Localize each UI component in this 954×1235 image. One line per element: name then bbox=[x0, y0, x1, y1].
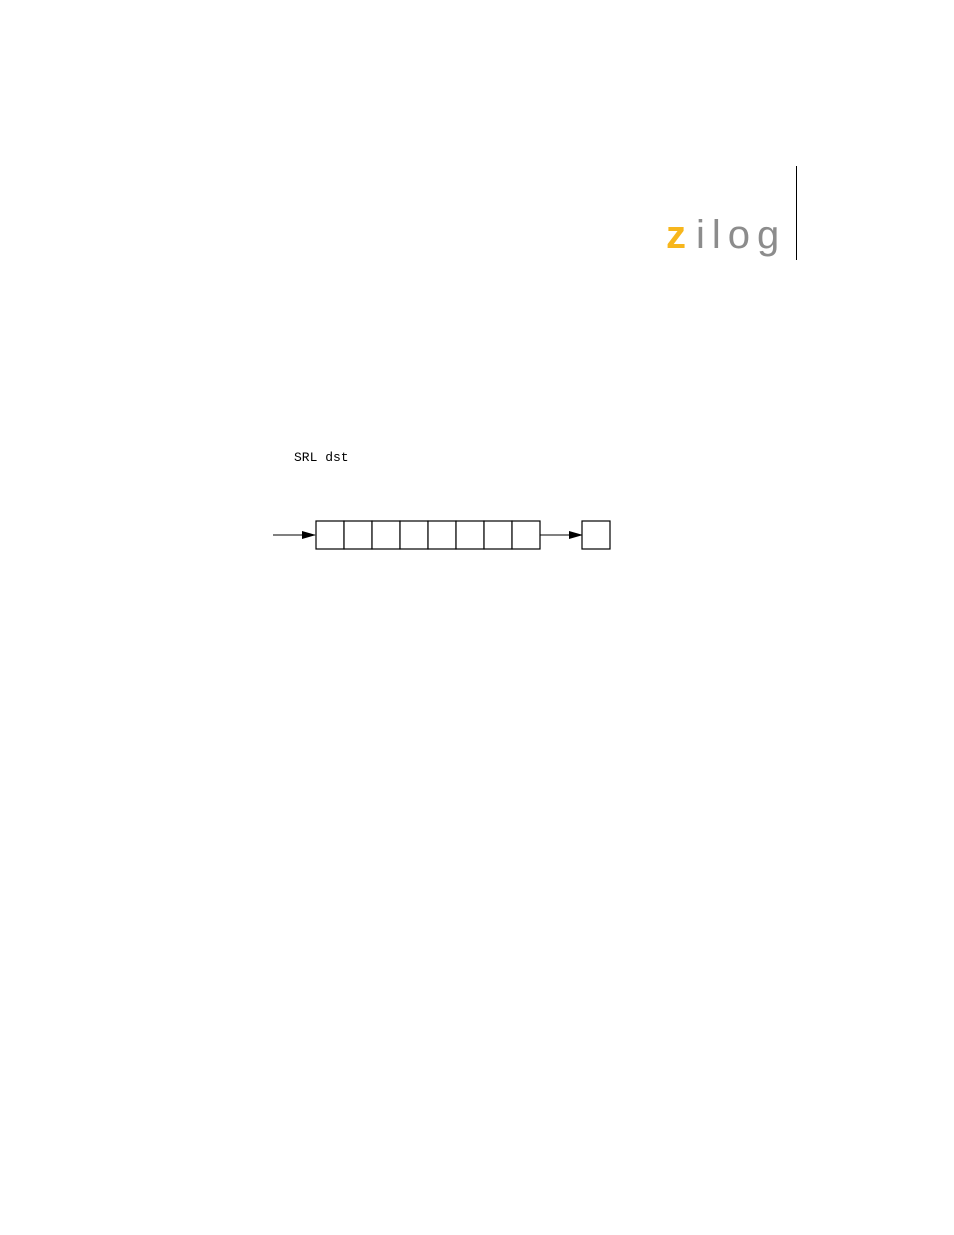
zilog-logo-graphic: z ilog bbox=[664, 206, 790, 266]
logo-rest-letters: ilog bbox=[696, 213, 786, 257]
register-bit-cell bbox=[484, 521, 512, 549]
logo-accent-letter: z bbox=[666, 213, 686, 257]
shift-diagram-svg bbox=[270, 515, 620, 555]
header-vertical-rule bbox=[796, 166, 797, 260]
carry-flag-box bbox=[582, 521, 610, 549]
register-bit-cell bbox=[456, 521, 484, 549]
register-bit-cell bbox=[316, 521, 344, 549]
register-bit-cell bbox=[344, 521, 372, 549]
register-bit-cell bbox=[512, 521, 540, 549]
register-bit-cell bbox=[372, 521, 400, 549]
shift-right-logical-diagram bbox=[270, 515, 620, 555]
zilog-logo: z ilog bbox=[664, 206, 790, 266]
destination-register bbox=[316, 521, 540, 549]
register-bit-cell bbox=[428, 521, 456, 549]
register-bit-cell bbox=[400, 521, 428, 549]
instruction-syntax: SRL dst bbox=[294, 450, 349, 465]
